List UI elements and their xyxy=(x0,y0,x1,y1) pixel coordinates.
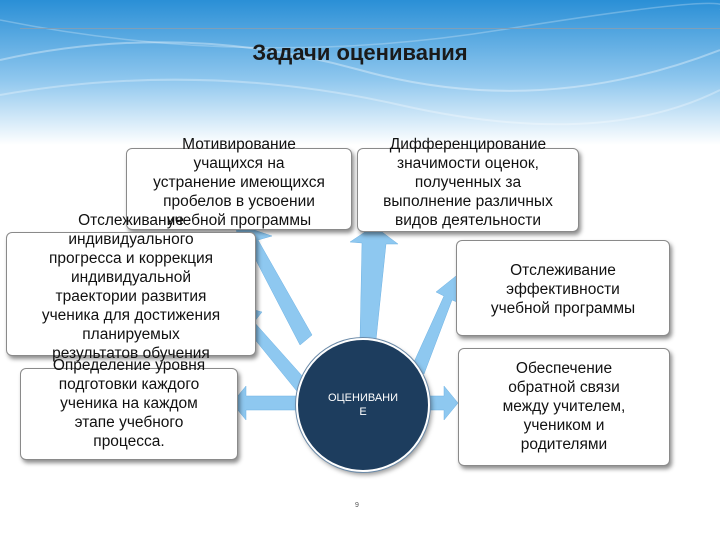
center-label: ОЦЕНИВАНИ Е xyxy=(327,392,399,418)
box-feedback: Обеспечение обратной связи между учителе… xyxy=(458,348,670,466)
box-definition: Определение уровня подготовки каждого уч… xyxy=(20,357,238,460)
center-circle: ОЦЕНИВАНИ Е xyxy=(296,338,430,472)
box-definition-text: Определение уровня подготовки каждого уч… xyxy=(52,357,206,450)
box-tracking-progress: Отслеживание индивидуального прогресса и… xyxy=(6,212,256,362)
header-background xyxy=(0,0,720,145)
title-divider-line xyxy=(20,28,720,29)
page-number: 9 xyxy=(355,502,359,509)
box-feedback-text: Обеспечение обратной связи между учителе… xyxy=(502,360,626,453)
arrow-to-feedback xyxy=(425,385,459,421)
box-motivation: Мотивирование учащихся на устранение име… xyxy=(126,136,352,230)
slide-title: Задачи оценивания xyxy=(252,40,468,65)
arrow-to-definition xyxy=(231,385,297,421)
box-motivation-text: Мотивирование учащихся на устранение име… xyxy=(153,136,325,229)
box-efficiency: Отслеживание эффективности учебной прогр… xyxy=(456,240,670,336)
box-differentiation: Дифференцирование значимости оценок, пол… xyxy=(357,136,579,232)
box-efficiency-text: Отслеживание эффективности учебной прогр… xyxy=(490,262,636,317)
box-tracking-progress-text: Отслеживание индивидуального прогресса и… xyxy=(41,212,221,362)
arrow-to-differentiation xyxy=(349,225,399,341)
header-wave-graphic xyxy=(0,0,720,145)
arrow-to-efficiency xyxy=(413,275,463,375)
box-differentiation-text: Дифференцирование значимости оценок, пол… xyxy=(383,136,553,229)
